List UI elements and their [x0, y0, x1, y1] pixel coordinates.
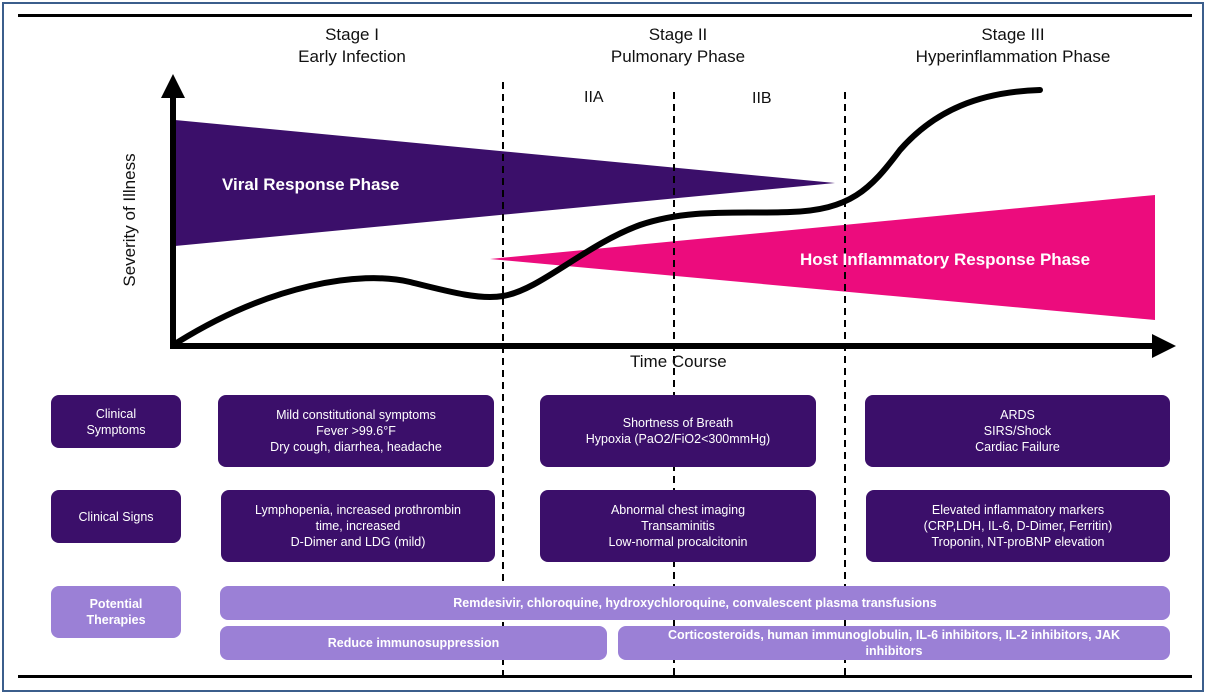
- signs-stage-1-box: Lymphopenia, increased prothrombin time,…: [221, 490, 495, 562]
- stage-1-subtitle: Early Infection: [298, 47, 406, 66]
- substage-2a-label: IIA: [584, 89, 604, 106]
- symptoms-stage-3-box: ARDS SIRS/Shock Cardiac Failure: [865, 395, 1170, 467]
- cell-line: inhibitors: [865, 644, 923, 658]
- cell-line: Shortness of Breath: [622, 416, 734, 430]
- stage-3-title: Stage III: [981, 25, 1045, 44]
- cell-line: Low-normal procalcitonin: [608, 535, 748, 549]
- row-label-line: Therapies: [86, 613, 146, 627]
- bottom-rule: [18, 675, 1192, 678]
- cell-line: Reduce immunosuppression: [327, 636, 500, 650]
- stage-2-subtitle: Pulmonary Phase: [610, 47, 746, 66]
- symptoms-stage-1-box: Mild constitutional symptoms Fever >99.6…: [218, 395, 494, 467]
- row-label-clinical-symptoms: Clinical Symptoms: [51, 395, 181, 448]
- viral-response-wedge: [175, 120, 835, 246]
- x-axis-arrow: [1152, 334, 1176, 358]
- stage-3-subtitle: Hyperinflammation Phase: [915, 47, 1111, 66]
- row-label-potential-therapies: Potential Therapies: [51, 586, 181, 638]
- stage-1-title: Stage I: [325, 25, 379, 44]
- row-label-line: Potential: [89, 597, 143, 611]
- cell-line: Cardiac Failure: [975, 440, 1060, 454]
- cell-line: Mild constitutional symptoms: [276, 408, 436, 422]
- row-label-line: Clinical: [95, 406, 137, 421]
- row-label-line: Symptoms: [86, 422, 146, 437]
- row-label-clinical-signs: Clinical Signs: [51, 490, 181, 543]
- stage-3-header: Stage III Hyperinflammation Phase: [883, 24, 1143, 68]
- x-axis-label: Time Course: [630, 352, 727, 371]
- stage-1-header: Stage I Early Infection: [232, 24, 472, 68]
- stage-2-title: Stage II: [648, 25, 708, 44]
- cell-line: ARDS: [1000, 408, 1035, 422]
- signs-stage-2-box: Abnormal chest imaging Transaminitis Low…: [540, 490, 816, 562]
- host-response-wedge: [490, 195, 1155, 320]
- symptoms-stage-2-box: Shortness of Breath Hypoxia (PaO2/FiO2<3…: [540, 395, 816, 467]
- cell-line: Troponin, NT-proBNP elevation: [931, 535, 1105, 549]
- y-axis-label: Severity of Illness: [120, 153, 139, 287]
- cell-line: Transaminitis: [641, 519, 715, 533]
- cell-line: Elevated inflammatory markers: [931, 503, 1105, 517]
- substage-2b-label: IIB: [752, 90, 772, 107]
- y-axis-arrow: [161, 74, 185, 98]
- viral-phase-label: Viral Response Phase: [222, 175, 400, 194]
- stage-2-header: Stage II Pulmonary Phase: [558, 24, 798, 68]
- cell-line: Hypoxia (PaO2/FiO2<300mmHg): [585, 432, 771, 446]
- cell-line: Abnormal chest imaging: [610, 503, 746, 517]
- severity-curve: [175, 87, 1043, 345]
- cell-line: Fever >99.6°F: [316, 424, 396, 438]
- cell-line: Lymphopenia, increased prothrombin: [255, 503, 461, 517]
- host-phase-label: Host Inflammatory Response Phase: [800, 250, 1091, 269]
- cell-line: (CRP,LDH, IL-6, D-Dimer, Ferritin): [923, 519, 1113, 533]
- cell-line: SIRS/Shock: [983, 424, 1052, 438]
- therapy-early-box: Reduce immunosuppression: [220, 626, 607, 660]
- cell-line: Dry cough, diarrhea, headache: [270, 440, 442, 454]
- signs-stage-3-box: Elevated inflammatory markers (CRP,LDH, …: [866, 490, 1170, 562]
- cell-line: Corticosteroids, human immunoglobulin, I…: [667, 628, 1121, 642]
- therapy-all-stages-box: Remdesivir, chloroquine, hydroxychloroqu…: [220, 586, 1170, 620]
- cell-line: Remdesivir, chloroquine, hydroxychloroqu…: [453, 596, 937, 610]
- row-label-line: Clinical Signs: [78, 509, 154, 524]
- cell-line: D-Dimer and LDG (mild): [290, 535, 426, 549]
- therapy-late-box: Corticosteroids, human immunoglobulin, I…: [618, 626, 1170, 660]
- cell-line: time, increased: [315, 519, 401, 533]
- top-rule: [18, 14, 1192, 17]
